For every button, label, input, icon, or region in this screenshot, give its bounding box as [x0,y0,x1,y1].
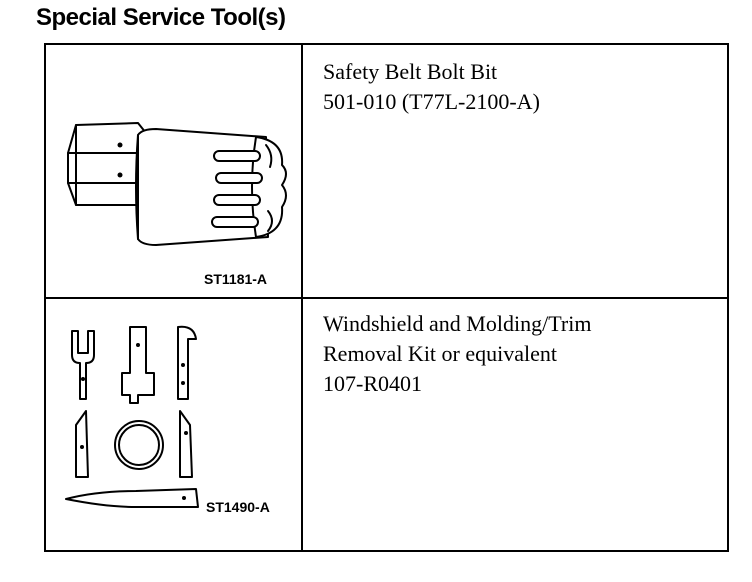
tool-part-number: 107-R0401 [323,371,422,396]
tool-description: Windshield and Molding/Trim Removal Kit … [323,309,591,399]
tool-illustration-cell: ST1181-A [46,45,303,299]
blade-tool-icon [75,410,89,478]
special-tools-table: ST1181-A Safety Belt Bolt Bit 501-010 (T… [44,43,729,552]
tool-description-cell: Windshield and Molding/Trim Removal Kit … [303,299,727,550]
tool-part-number: 501-010 (T77L-2100-A) [323,89,540,114]
panel-tool-icon [121,326,155,404]
page-title: Special Service Tool(s) [36,4,286,31]
trim-removal-kit-icon [65,325,199,508]
fork-tool-icon [71,330,95,400]
tool-illustration-cell: ST1490-A [46,299,303,550]
illustration-code: ST1490-A [206,499,270,515]
ring-tool-icon [114,420,164,470]
illustration-code: ST1181-A [204,271,268,287]
hook-tool-icon [177,325,197,400]
tool-name-line-1: Windshield and Molding/Trim [323,311,592,336]
tool-description-cell: Safety Belt Bolt Bit 501-010 (T77L-2100-… [303,45,727,299]
tool-name: Safety Belt Bolt Bit [323,59,498,84]
torx-bit-icon [67,122,287,246]
trim-stick-icon [65,488,199,508]
tool-description: Safety Belt Bolt Bit 501-010 (T77L-2100-… [323,57,540,117]
tool-name-line-2: Removal Kit or equivalent [323,341,557,366]
blade-tool-icon [179,410,193,478]
